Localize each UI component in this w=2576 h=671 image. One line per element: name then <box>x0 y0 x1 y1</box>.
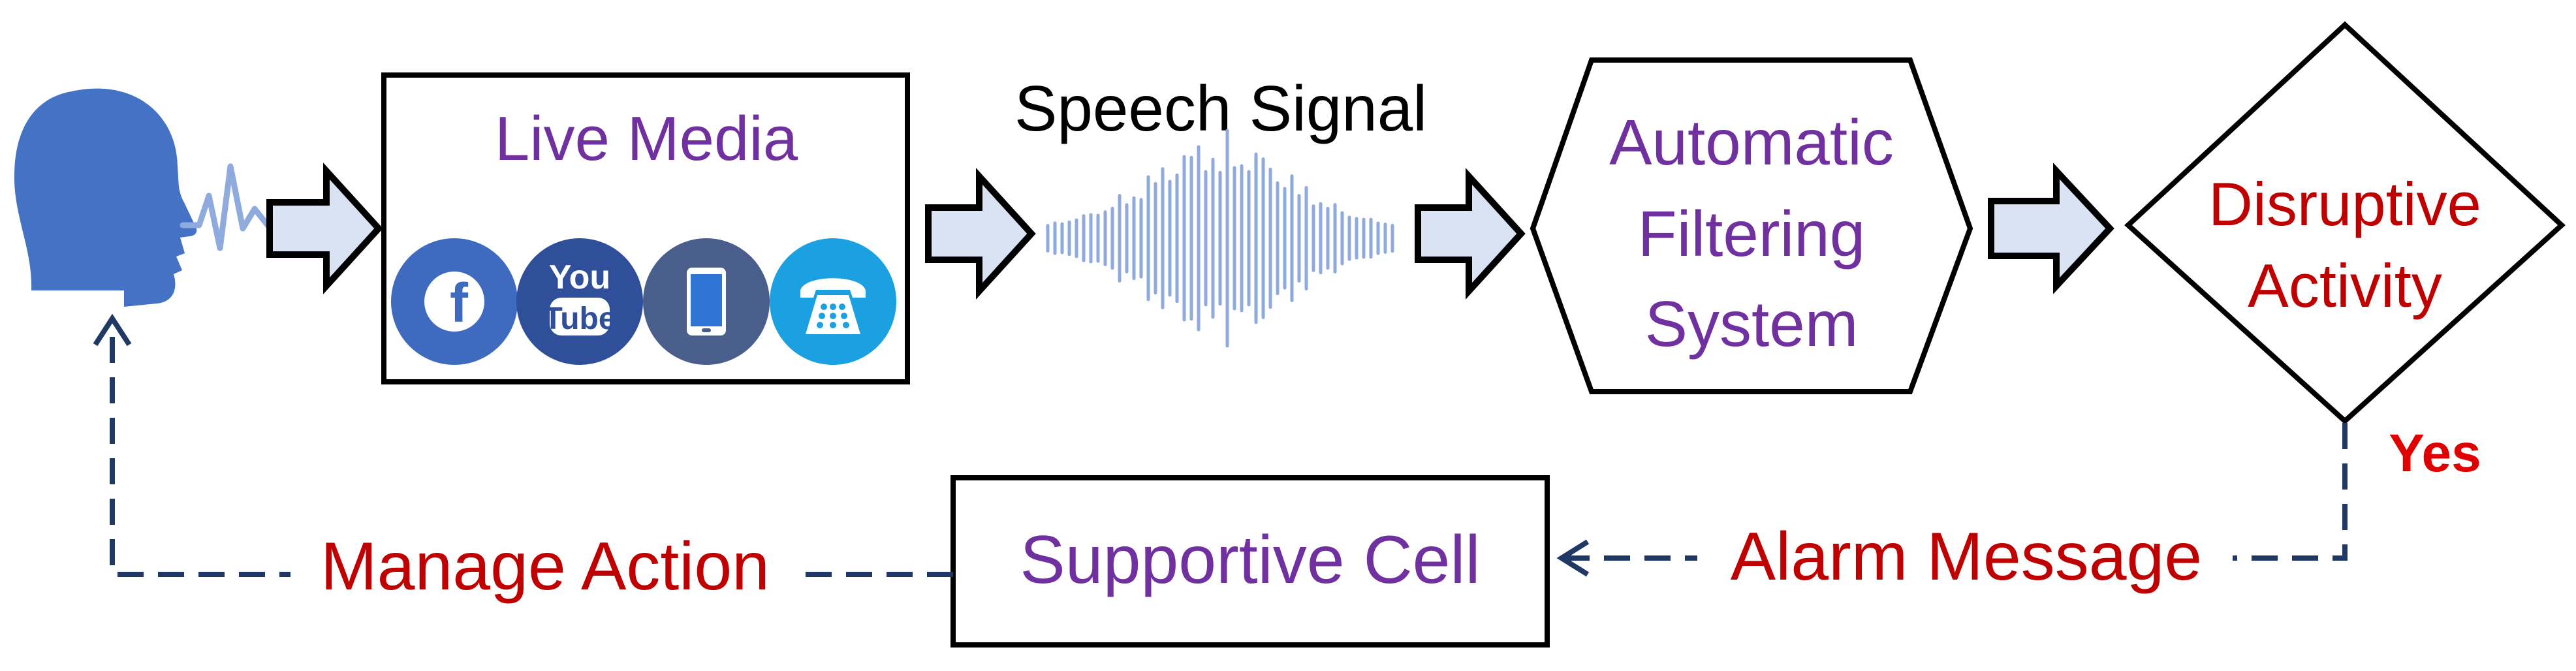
yes-label: Yes <box>2389 424 2481 483</box>
speech-signal-label: Speech Signal <box>1014 72 1427 144</box>
svg-text:Tube: Tube <box>543 302 616 336</box>
speaker-head-icon <box>14 88 197 307</box>
live-media-label: Live Media <box>495 104 798 174</box>
telephone-icon <box>770 238 896 365</box>
manage-arrowhead <box>93 313 132 347</box>
filtering-line-1: Automatic <box>1609 106 1894 178</box>
alarm-arrowhead <box>1556 539 1590 577</box>
svg-text:You: You <box>549 258 610 296</box>
disruptive-line-1: Disruptive <box>2208 170 2481 238</box>
voice-wave-icon <box>180 163 281 251</box>
youtube-icon: You Tube <box>516 238 643 365</box>
mobile-phone-icon <box>643 238 770 365</box>
filtering-line-2: Filtering <box>1638 198 1866 270</box>
speech-signal-node: Speech Signal <box>1014 72 1427 348</box>
supportive-cell-label: Supportive Cell <box>1020 522 1480 598</box>
facebook-icon: f <box>391 238 518 365</box>
svg-text:f: f <box>450 272 469 334</box>
flow-arrow-2 <box>925 168 1036 300</box>
manage-action-label: Manage Action <box>321 529 770 604</box>
live-media-node: Live Media f You Tube <box>381 72 910 384</box>
speech-waveform-icon <box>1046 129 1394 348</box>
flow-arrow-3 <box>1415 168 1526 300</box>
alarm-message-label: Alarm Message <box>1731 519 2202 595</box>
filtering-system-node: Automatic Filtering System <box>1530 57 1973 394</box>
disruptive-activity-node: Disruptive Activity <box>2124 21 2566 425</box>
flow-arrow-1 <box>266 163 383 294</box>
disruptive-line-2: Activity <box>2248 251 2442 320</box>
supportive-cell-node: Supportive Cell <box>950 475 1550 648</box>
flow-arrow-4 <box>1988 163 2114 294</box>
filtering-line-3: System <box>1645 288 1859 360</box>
